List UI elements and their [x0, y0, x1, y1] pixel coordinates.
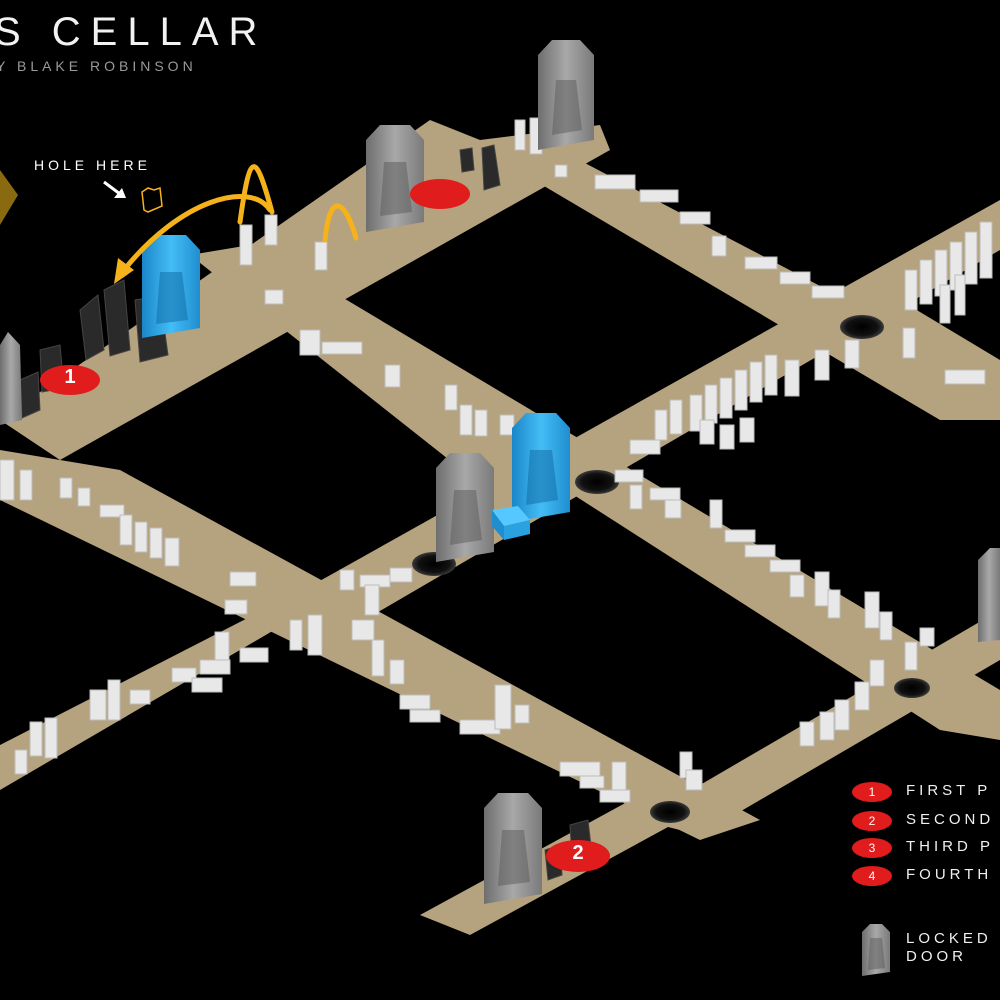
jump-arc — [322, 203, 359, 243]
arrow-head-icon — [114, 258, 134, 284]
locked-door — [538, 40, 594, 150]
locked-doors — [0, 40, 1000, 904]
hole-marker-icon — [141, 186, 163, 213]
jump-arc — [121, 194, 273, 273]
legend-badge: 4 — [852, 866, 892, 886]
locked-door — [436, 453, 494, 562]
locked-door — [484, 793, 542, 904]
red-marker-2 — [546, 840, 610, 872]
pit-hole — [575, 470, 619, 494]
page-subtitle: Y BLAKE ROBINSON — [0, 58, 197, 74]
red-marker — [410, 179, 470, 209]
jump-arc — [237, 164, 275, 225]
red-markers — [40, 179, 610, 872]
locked-door-icon — [862, 924, 890, 976]
gold-tile — [0, 170, 18, 225]
blue-door — [512, 413, 570, 522]
map-marker-1-label: 1 — [64, 366, 76, 388]
jump-arrows — [121, 164, 359, 273]
blue-doors — [142, 235, 570, 540]
blue-key-block — [492, 506, 530, 540]
pits — [412, 315, 930, 823]
red-marker-1 — [40, 365, 100, 395]
pit-hole — [894, 678, 930, 698]
map-marker-2-label: 2 — [572, 842, 584, 864]
legend-label: SECOND — [906, 811, 995, 828]
pit-hole — [840, 315, 884, 339]
pit-hole — [650, 801, 690, 823]
corridor-segment — [190, 245, 560, 500]
legend-label: THIRD P — [906, 838, 994, 855]
page-title: S CELLAR — [0, 10, 268, 54]
legend-label: FIRST P — [906, 782, 992, 799]
locked-door — [366, 125, 424, 232]
legend-label: FOURTH — [906, 866, 993, 883]
legend-badge: 1 — [852, 782, 892, 802]
locked-door-label-line2: DOOR — [906, 948, 967, 965]
locked-door-label: LOCKED DOOR — [906, 930, 1000, 966]
locked-door — [978, 548, 1000, 642]
blue-door — [142, 235, 200, 338]
legend-badge: 2 — [852, 811, 892, 831]
rubble-blocks — [0, 117, 993, 803]
locked-door-label-line1: LOCKED — [906, 930, 992, 947]
legend-badge: 3 — [852, 838, 892, 858]
pointer-arrow-icon — [103, 180, 126, 198]
locked-door — [0, 332, 22, 425]
hole-here-label: HOLE HERE — [34, 157, 151, 173]
